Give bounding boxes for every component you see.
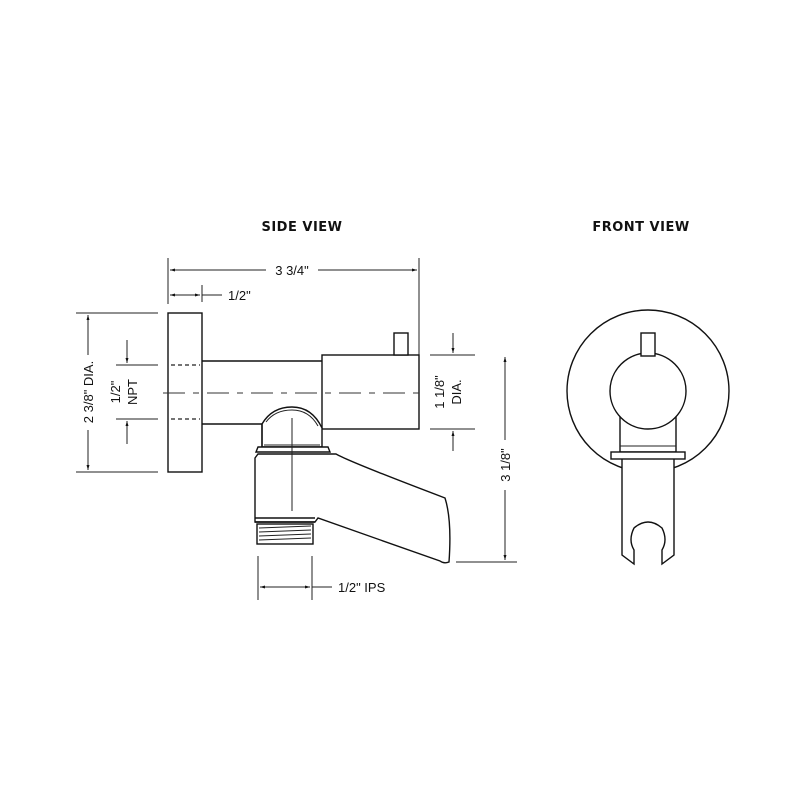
valve-body-circle (609, 352, 687, 430)
flange-diameter-label: 2 3/8" DIA. (81, 361, 96, 423)
dimension-body-diameter: 1 1/8" DIA. (430, 333, 475, 451)
front-view: FRONT VIEW (566, 220, 730, 566)
dimension-npt: 1/2" NPT (108, 340, 158, 444)
dimension-flange-thickness: 1/2" (170, 285, 251, 303)
outlet-thread-label: 1/2" IPS (338, 580, 386, 595)
collar-front (610, 451, 686, 460)
side-view: SIDE VIEW 3 3/4" 1/2" 2 3/8" DIA. (76, 220, 517, 600)
dimension-outlet-thread: 1/2" IPS (257, 556, 386, 600)
body-diameter-label: 1 1/8" (432, 375, 447, 409)
dimension-overall-height: 3 1/8" (456, 357, 517, 563)
flange-thickness-label: 1/2" (228, 288, 251, 303)
spout-front (621, 455, 675, 566)
handle-pin-front (640, 332, 656, 357)
overall-length-label: 3 3/4" (275, 263, 309, 278)
collar (254, 446, 332, 453)
spout (254, 453, 451, 564)
body-diameter-unit: DIA. (449, 379, 464, 404)
npt-size-label: 1/2" (108, 380, 123, 403)
handle-pin (393, 332, 409, 356)
npt-type-label: NPT (125, 379, 140, 405)
front-view-title: FRONT VIEW (592, 220, 689, 235)
dimension-overall-length: 3 3/4" (167, 258, 420, 355)
valve-body (321, 354, 420, 430)
dimension-flange-diameter: 2 3/8" DIA. (76, 312, 158, 473)
overall-height-label: 3 1/8" (498, 448, 513, 482)
side-view-title: SIDE VIEW (261, 220, 342, 235)
thread (256, 523, 314, 545)
